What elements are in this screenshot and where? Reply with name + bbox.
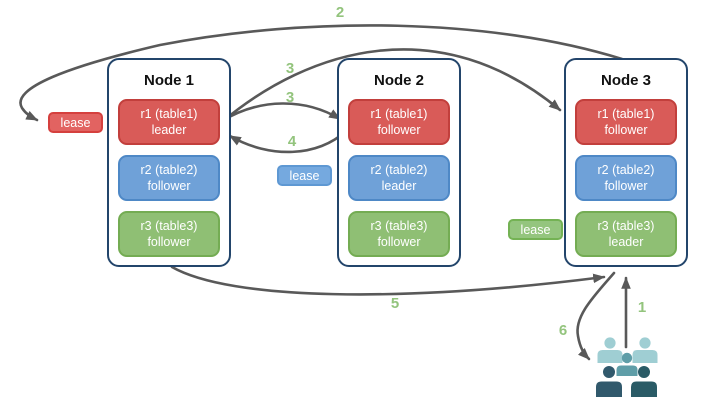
node2-replica-r2: r2 (table2) leader — [348, 155, 450, 201]
step-number-2: 2 — [335, 4, 345, 21]
step-number-4: 4 — [287, 133, 297, 150]
node3-replica-r3: r3 (table3) leader — [575, 211, 677, 257]
arrow-step-3-to-node2 — [220, 102, 342, 123]
replica-range-label: r2 (table2) — [597, 162, 655, 177]
node-2-title: Node 2 — [373, 72, 424, 89]
lease-badge-blue: lease — [277, 165, 332, 186]
node-1-title: Node 1 — [143, 72, 194, 89]
node-3-panel: Node 3 r1 (table1) follower r2 (table2) … — [564, 58, 688, 267]
node2-replica-r1: r1 (table1) follower — [348, 99, 450, 145]
replica-role-label: leader — [608, 235, 644, 249]
node3-replica-r2: r2 (table2) follower — [575, 155, 677, 201]
node1-replica-r3: r3 (table3) follower — [118, 211, 220, 257]
node-2-panel: Node 2 r1 (table1) follower r2 (table2) … — [337, 58, 461, 267]
node1-replica-r1: r1 (table1) leader — [118, 99, 220, 145]
replica-range-label: r1 (table1) — [597, 106, 655, 121]
lease-badge-red: lease — [48, 112, 103, 133]
replica-role-label: follower — [377, 123, 421, 137]
replica-role-label: follower — [147, 235, 191, 249]
replica-role-label: follower — [604, 123, 648, 137]
replica-role-label: follower — [147, 179, 191, 193]
replica-range-label: r3 (table3) — [140, 218, 198, 233]
replica-range-label: r2 (table2) — [370, 162, 428, 177]
node1-replica-r2: r2 (table2) follower — [118, 155, 220, 201]
replica-role-label: leader — [151, 123, 187, 137]
step-number-1: 1 — [637, 299, 647, 316]
step-number-3-upper: 3 — [285, 60, 295, 77]
arrow-step-5 — [170, 265, 606, 296]
step-number-6: 6 — [558, 322, 568, 339]
node-3-title: Node 3 — [600, 72, 651, 89]
replica-role-label: follower — [604, 179, 648, 193]
step-number-3-lower: 3 — [285, 89, 295, 106]
replica-role-label: follower — [377, 235, 421, 249]
replica-range-label: r3 (table3) — [597, 218, 655, 233]
replica-range-label: r1 (table1) — [370, 106, 428, 121]
replica-range-label: r1 (table1) — [140, 106, 198, 121]
node-1-panel: Node 1 r1 (table1) leader r2 (table2) fo… — [107, 58, 231, 267]
node2-replica-r3: r3 (table3) follower — [348, 211, 450, 257]
replica-role-label: leader — [381, 179, 417, 193]
replica-range-label: r3 (table3) — [370, 218, 428, 233]
arrow-step-6 — [576, 271, 616, 361]
lease-badge-green: lease — [508, 219, 563, 240]
replica-range-label: r2 (table2) — [140, 162, 198, 177]
node3-replica-r1: r1 (table1) follower — [575, 99, 677, 145]
step-number-5: 5 — [390, 295, 400, 312]
